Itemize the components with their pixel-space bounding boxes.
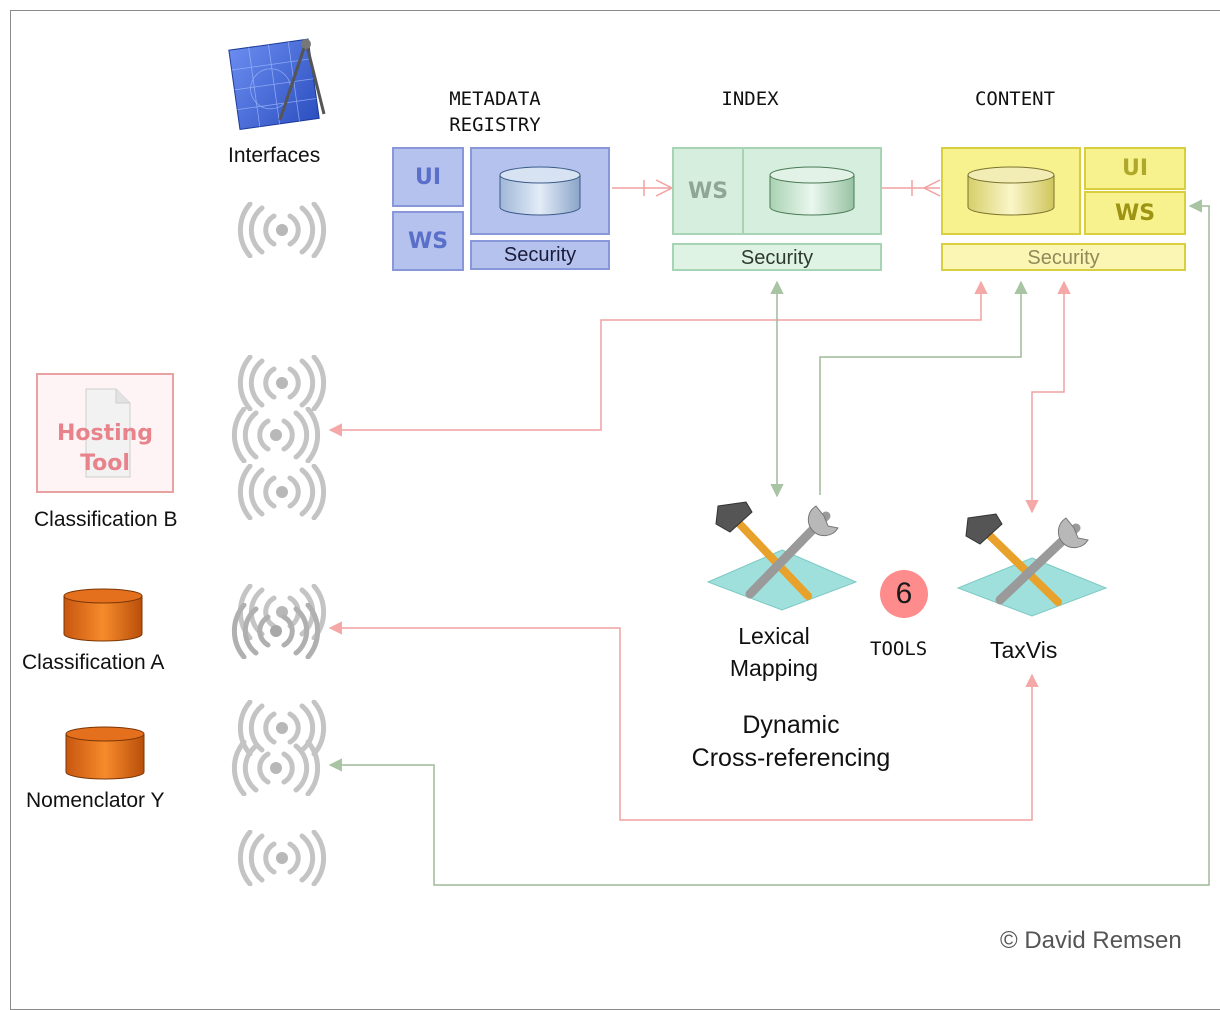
tools-label: TOOLS xyxy=(870,638,928,660)
signal-icon xyxy=(231,740,321,796)
wire-content-hosting xyxy=(328,280,988,437)
signal-icon xyxy=(237,464,327,520)
index-database-panel xyxy=(742,147,882,235)
classification-b-label: Classification B xyxy=(34,508,178,531)
copyright-notice: © David Remsen xyxy=(1000,927,1182,954)
content-ws-button[interactable]: WS xyxy=(1084,191,1186,235)
wire-lexical-content xyxy=(819,280,1028,495)
signal-icon xyxy=(237,202,327,258)
hosting-tool-box[interactable]: Hosting Tool xyxy=(36,373,174,493)
dynamic-cross-referencing-label: Dynamic Cross-referencing xyxy=(691,711,891,772)
content-ui-button[interactable]: UI xyxy=(1084,147,1186,190)
classification-a-label: Classification A xyxy=(22,651,165,674)
registry-ws-button[interactable]: WS xyxy=(392,211,464,271)
wire-content-taxvis xyxy=(1025,280,1071,514)
hammer-wrench-icon[interactable] xyxy=(954,512,1110,618)
registry-database-panel xyxy=(470,147,610,235)
database-icon xyxy=(769,166,855,216)
interfaces-label: Interfaces xyxy=(228,144,321,167)
nomenclator-y-label: Nomenclator Y xyxy=(26,789,165,812)
header-content: CONTENT xyxy=(974,88,1056,110)
content-security-layer: Security xyxy=(941,243,1186,271)
database-icon xyxy=(967,166,1055,216)
signal-icon xyxy=(231,407,321,463)
index-content-link xyxy=(882,179,941,197)
registry-index-link xyxy=(612,179,673,197)
database-icon[interactable] xyxy=(64,726,146,782)
header-index: INDEX xyxy=(721,88,779,110)
index-ws-button[interactable]: WS xyxy=(672,147,744,235)
wire-content-nomenclator xyxy=(328,199,1210,886)
header-metadata-registry: METADATA REGISTRY xyxy=(449,88,541,136)
signal-icon xyxy=(237,830,327,886)
hosting-tool-label: Hosting Tool xyxy=(56,421,154,476)
content-database-panel xyxy=(941,147,1081,235)
connector-layer xyxy=(328,179,1210,886)
blueprint-compass-icon xyxy=(220,34,332,134)
tool-count-badge: 6 xyxy=(880,570,928,618)
taxvis-label: TaxVis xyxy=(990,637,1058,663)
lexical-mapping-label: Lexical Mapping xyxy=(729,623,819,681)
database-icon[interactable] xyxy=(62,588,144,644)
signal-icon xyxy=(231,603,321,659)
signal-icon xyxy=(237,700,327,756)
index-security-layer: Security xyxy=(672,243,882,271)
database-icon xyxy=(499,166,581,216)
registry-security-layer: Security xyxy=(470,240,610,270)
registry-ui-button[interactable]: UI xyxy=(392,147,464,207)
hammer-wrench-icon[interactable] xyxy=(704,500,860,612)
signal-icon xyxy=(237,355,327,411)
document-icon xyxy=(85,388,131,478)
